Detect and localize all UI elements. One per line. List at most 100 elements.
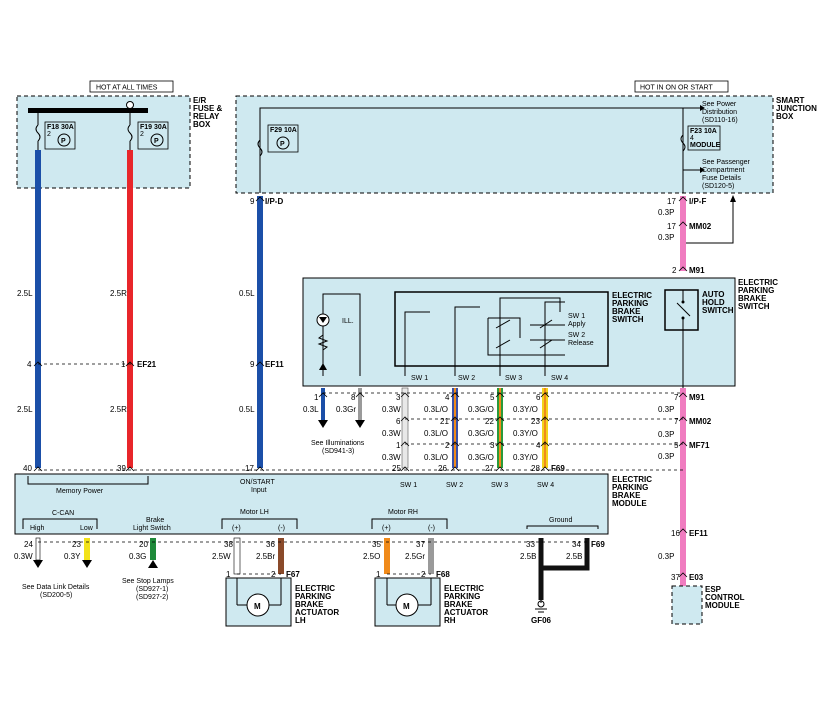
svg-text:40: 40: [23, 464, 32, 473]
svg-text:35: 35: [372, 540, 381, 549]
svg-text:0.3Y/O: 0.3Y/O: [513, 453, 538, 462]
wire-can-low: [84, 538, 90, 560]
svg-text:17: 17: [667, 222, 676, 231]
svg-text:Low: Low: [80, 525, 94, 532]
svg-text:21: 21: [440, 417, 449, 426]
svg-text:F67: F67: [286, 570, 300, 579]
svg-text:2.5L: 2.5L: [17, 405, 33, 414]
svg-text:0.3W: 0.3W: [382, 429, 401, 438]
svg-text:SWITCH: SWITCH: [738, 302, 770, 311]
svg-text:SMART: SMART: [776, 96, 805, 105]
svg-text:SW 2: SW 2: [458, 375, 475, 382]
svg-text:SW 3: SW 3: [491, 482, 508, 489]
svg-text:PARKING: PARKING: [612, 299, 648, 308]
svg-text:3: 3: [490, 441, 495, 450]
svg-text:9: 9: [250, 197, 255, 206]
svg-text:0.3G/O: 0.3G/O: [468, 429, 494, 438]
svg-text:ELECTRIC: ELECTRIC: [612, 291, 652, 300]
svg-text:(-): (-): [278, 525, 285, 532]
svg-text:0.3Y/O: 0.3Y/O: [513, 405, 538, 414]
svg-text:BRAKE: BRAKE: [612, 491, 641, 500]
svg-text:P: P: [61, 138, 66, 145]
svg-text:ACTUATOR: ACTUATOR: [444, 608, 488, 617]
svg-text:PARKING: PARKING: [444, 592, 480, 601]
svg-text:GF06: GF06: [531, 616, 552, 625]
svg-text:0.3G/O: 0.3G/O: [468, 405, 494, 414]
svg-text:0.5L: 0.5L: [239, 405, 255, 414]
svg-text:ELECTRIC: ELECTRIC: [295, 584, 335, 593]
data-link-reference: See Data Link Details (SD200-5): [22, 584, 90, 599]
svg-text:38: 38: [224, 540, 233, 549]
svg-text:ELECTRIC: ELECTRIC: [738, 278, 778, 287]
svg-text:BOX: BOX: [776, 112, 794, 121]
svg-text:2.5O: 2.5O: [363, 552, 380, 561]
fuse-f19-label: F19 30A: [140, 124, 167, 131]
actuator-rh-label: ELECTRIC PARKING BRAKE ACTUATOR RH: [444, 584, 488, 625]
svg-text:4: 4: [27, 360, 32, 369]
svg-text:23: 23: [72, 540, 81, 549]
svg-text:25: 25: [392, 464, 401, 473]
ill-label: ILL.: [342, 318, 354, 325]
er-fuse-relay-box-label: E/R FUSE & RELAY BOX: [193, 96, 223, 129]
svg-text:16: 16: [671, 529, 680, 538]
svg-text:ESP: ESP: [705, 585, 722, 594]
svg-text:2.5R: 2.5R: [110, 405, 127, 414]
svg-text:2: 2: [47, 131, 51, 138]
svg-text:BOX: BOX: [193, 120, 211, 129]
svg-text:0.3Gr: 0.3Gr: [336, 405, 356, 414]
svg-text:(SD120-5): (SD120-5): [702, 183, 734, 190]
sw1-apply-label: SW 1: [568, 313, 585, 320]
fuse-f29-label: F29 10A: [270, 127, 297, 134]
svg-text:MM02: MM02: [689, 222, 712, 231]
connector-name-labels: I/P-D I/P-F MM02 M91 EF21 EF11 M91 MM02 …: [137, 197, 712, 625]
svg-text:2.5B: 2.5B: [566, 552, 582, 561]
esp-control-module-label: ESP CONTROL MODULE: [705, 585, 745, 610]
svg-text:F69: F69: [551, 464, 565, 473]
svg-text:2: 2: [271, 570, 276, 579]
wire-motor-rh-plus: [384, 538, 390, 574]
svg-text:4: 4: [445, 393, 450, 402]
svg-text:0.3L/O: 0.3L/O: [424, 453, 448, 462]
svg-text:33: 33: [526, 540, 535, 549]
wire-illum-grey: [358, 388, 362, 420]
svg-text:RELAY: RELAY: [193, 112, 220, 121]
svg-text:P: P: [280, 141, 285, 148]
parking-p-icon: [276, 136, 290, 150]
svg-text:0.3W: 0.3W: [382, 453, 401, 462]
svg-text:SW 3: SW 3: [505, 375, 522, 382]
svg-text:39: 39: [117, 464, 126, 473]
svg-text:2: 2: [445, 441, 450, 450]
svg-text:0.3L: 0.3L: [303, 405, 319, 414]
smart-junction-box-label: SMART JUNCTION BOX: [776, 96, 817, 121]
svg-text:0.3Y/O: 0.3Y/O: [513, 429, 538, 438]
svg-text:24: 24: [24, 540, 33, 549]
svg-text:2.5Br: 2.5Br: [256, 552, 275, 561]
svg-text:M: M: [254, 602, 261, 611]
svg-text:0.3L/O: 0.3L/O: [424, 429, 448, 438]
auto-hold-switch-label: AUTO HOLD SWITCH: [702, 290, 734, 315]
svg-text:(+): (+): [232, 525, 241, 532]
svg-text:(SD110-16): (SD110-16): [702, 117, 738, 124]
svg-text:SW 1: SW 1: [400, 482, 417, 489]
svg-text:1: 1: [226, 570, 231, 579]
svg-text:Compartment: Compartment: [702, 167, 744, 174]
pin-number-labels: 4 1 9 9 17 17 2 1 8 3 6 1 25 4 21 2 26 5…: [23, 197, 680, 582]
hot-at-all-times-header: HOT AT ALL TIMES: [96, 85, 158, 92]
motor-rh-label: Motor RH: [388, 509, 418, 516]
ground-icon: [537, 600, 545, 608]
wire-red-memory: [127, 150, 133, 468]
svg-text:0.3W: 0.3W: [14, 552, 33, 561]
fuse-f23-label: F23 10A: [690, 128, 717, 135]
svg-text:1: 1: [314, 393, 319, 402]
svg-text:LH: LH: [295, 616, 306, 625]
sw2-release-label: SW 2: [568, 332, 585, 339]
hot-in-on-start-header: HOT IN ON OR START: [640, 85, 713, 92]
svg-text:Apply: Apply: [568, 321, 586, 328]
svg-text:37: 37: [416, 540, 425, 549]
svg-text:0.3P: 0.3P: [658, 208, 674, 217]
svg-text:SW 1: SW 1: [411, 375, 428, 382]
svg-text:MODULE: MODULE: [690, 142, 721, 149]
svg-text:3: 3: [396, 393, 401, 402]
svg-text:P: P: [154, 138, 159, 145]
